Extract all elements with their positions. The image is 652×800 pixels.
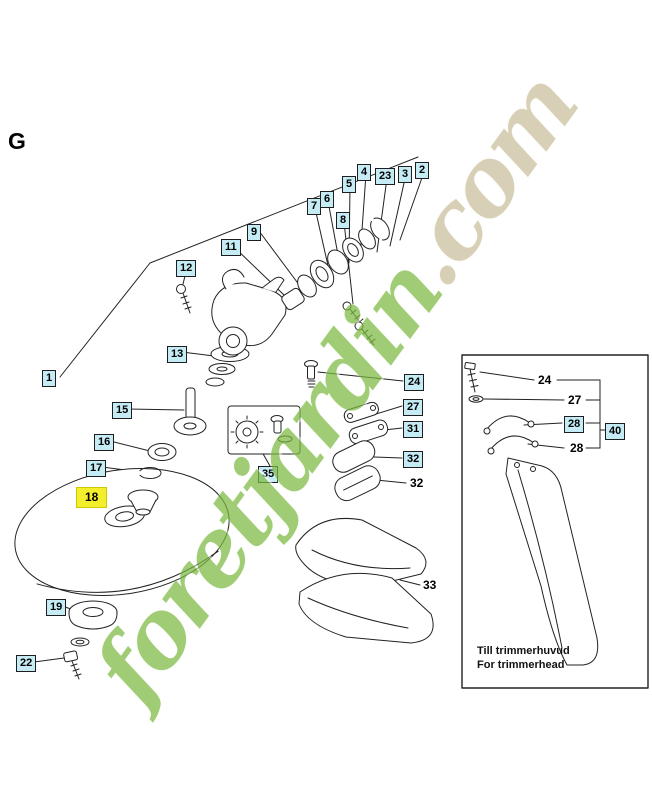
output-gear-shaft <box>173 387 207 436</box>
callout-12: 12 <box>176 260 197 277</box>
callout-31: 31 <box>403 421 424 438</box>
clamp-plates <box>343 401 389 445</box>
support-flange <box>127 489 159 516</box>
callout-5: 5 <box>342 176 357 193</box>
inset-callout-40: 40 <box>605 423 626 440</box>
callout-1: 1 <box>42 370 57 387</box>
inset-bolt <box>464 361 479 393</box>
blade-disc <box>14 467 230 597</box>
callout-17: 17 <box>86 460 107 477</box>
callout-4: 4 <box>357 164 372 181</box>
ball-bearing <box>147 443 177 461</box>
callout-35: 35 <box>258 466 279 483</box>
inset-transport-guard <box>505 457 599 666</box>
guard-shield <box>295 517 434 644</box>
clamp-bolt <box>304 360 318 388</box>
callout-15: 15 <box>112 402 133 419</box>
inset-caption-swedish: Till trimmerhuvud <box>477 645 570 657</box>
callout-27: 27 <box>403 399 424 416</box>
gearbox-housing <box>211 269 287 356</box>
callout-7: 7 <box>307 198 322 215</box>
inset-washer <box>468 395 484 403</box>
callout-19: 19 <box>46 599 67 616</box>
callout-3: 3 <box>398 166 413 183</box>
callout-13: 13 <box>167 346 188 363</box>
housing-screws <box>176 284 376 346</box>
hardware-kit <box>227 405 301 455</box>
callout-32: 32 <box>403 451 424 468</box>
callout-32b: 32 <box>410 476 424 490</box>
circlip <box>138 467 162 479</box>
inset-callout-28b: 28 <box>570 441 584 455</box>
inset-callout-27: 27 <box>568 393 582 407</box>
support-cup <box>68 600 118 630</box>
callout-11: 11 <box>221 239 241 256</box>
callout-16: 16 <box>94 434 115 451</box>
bearing-stack <box>281 217 390 311</box>
callout-18-highlighted: 18 <box>76 487 108 508</box>
inset-caption-english: For trimmerhead <box>477 659 565 671</box>
blade-bolt <box>63 637 90 680</box>
callout-2: 2 <box>415 162 430 179</box>
callout-24: 24 <box>404 374 425 391</box>
inset-box <box>461 354 649 689</box>
callout-22: 22 <box>16 655 37 672</box>
callout-23: 23 <box>375 168 396 185</box>
inset-callout-28: 28 <box>564 416 585 433</box>
inset-clamps <box>483 415 539 455</box>
callout-9: 9 <box>247 224 262 241</box>
callout-6: 6 <box>320 191 335 208</box>
callout-33: 33 <box>423 578 437 592</box>
inset-callout-24: 24 <box>538 373 552 387</box>
callout-8: 8 <box>336 212 351 229</box>
section-letter: G <box>8 128 26 154</box>
shaft-sleeves <box>332 440 381 502</box>
